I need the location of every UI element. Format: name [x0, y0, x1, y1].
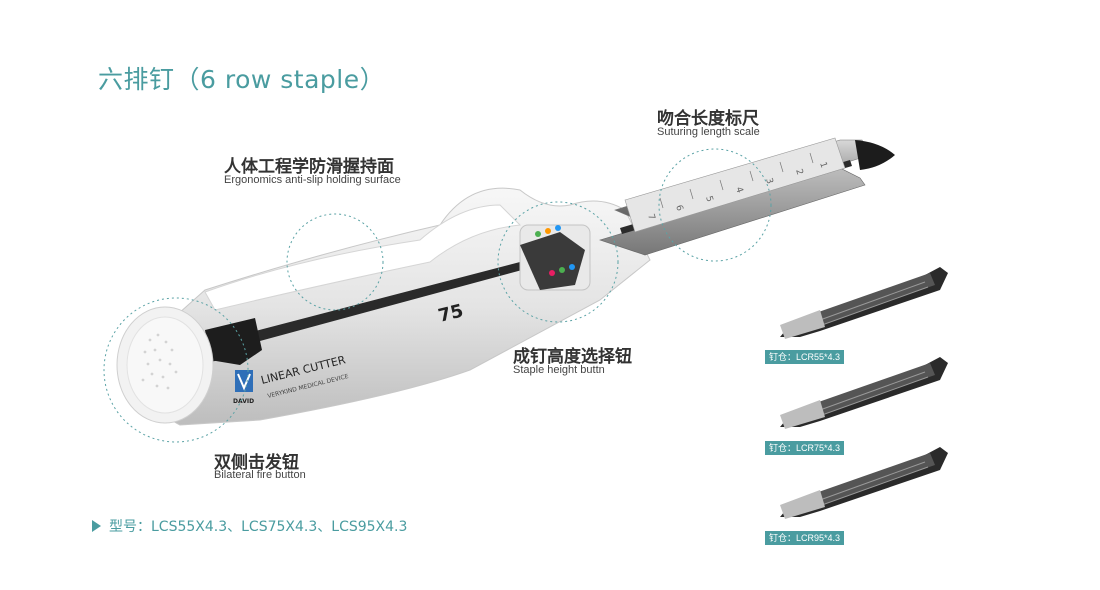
cartridge-tag-1: 钉仓：LCR55*4.3 [765, 350, 845, 364]
fire-button-label-en: Bilateral fire button [214, 469, 306, 481]
length-scale [624, 137, 846, 233]
staple-height-label-cn: 成钉高度选择钮 [513, 347, 632, 367]
ergonomics-label-cn: 人体工程学防滑握持面 [224, 157, 394, 177]
page-title: 六排钉（6 row staple） [98, 65, 386, 94]
cartridge-tag-2: 钉仓：LCR75*4.3 [765, 441, 845, 455]
cap-texture [141, 333, 178, 390]
scale-label-en: Suturing length scale [657, 126, 760, 138]
body-slot [240, 262, 522, 345]
fire-button-label-cn: 双侧击发钮 [214, 453, 299, 473]
cartridge-2 [780, 357, 948, 429]
jaw-tip [855, 140, 895, 170]
model-text: 型号：LCS55X4.3、LCS75X4.3、LCS95X4.3 [109, 519, 408, 535]
cartridge-1 [780, 267, 948, 339]
callout-staple-height [497, 201, 619, 323]
triangle-bullet-icon [92, 520, 101, 532]
svg-text:1: 1 [817, 161, 828, 170]
rear-mechanism [205, 318, 262, 365]
cartridge-3 [780, 447, 948, 519]
staple-height-knob [520, 232, 585, 290]
svg-text:5: 5 [703, 195, 714, 204]
grip-ridge [204, 204, 522, 311]
staple-height-label-en: Staple height buttn [513, 364, 605, 376]
model-line: 型号：LCS55X4.3、LCS75X4.3、LCS95X4.3 [92, 516, 407, 536]
ergonomics-label-en: Ergonomics anti-slip holding surface [224, 174, 401, 186]
callout-fire-button [103, 297, 249, 443]
svg-text:2: 2 [793, 168, 804, 177]
cartridge-tag-3: 钉仓：LCR95*4.3 [765, 531, 845, 545]
svg-text:3: 3 [763, 177, 774, 186]
scale-label-cn: 吻合长度标尺 [657, 109, 759, 129]
callout-ergonomics [286, 213, 384, 311]
svg-text:4: 4 [733, 186, 744, 195]
svg-text:7: 7 [645, 213, 656, 222]
scale-numbers: 7 6 5 4 3 2 1 [645, 161, 828, 222]
logo-text: DAVID [233, 398, 254, 405]
callout-scale [658, 148, 772, 262]
svg-text:6: 6 [673, 204, 684, 213]
scale-ticks [659, 152, 814, 209]
